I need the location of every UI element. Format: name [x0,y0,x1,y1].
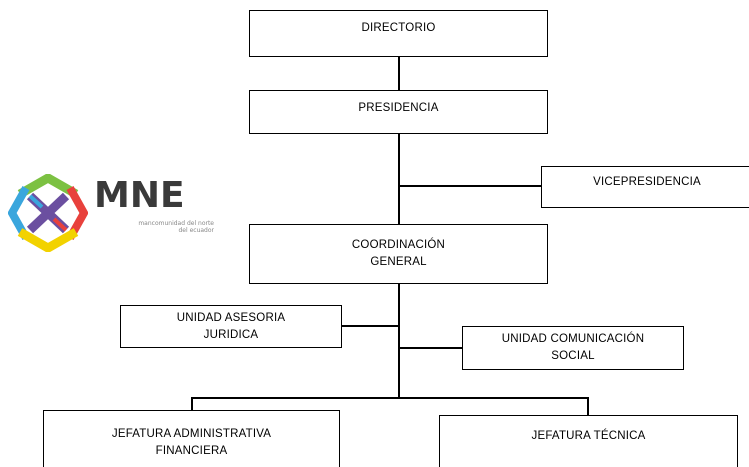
logo-tagline-line1: mancomunidad del norte [138,220,214,227]
logo-tagline: mancomunidad del norte del ecuador [94,220,214,234]
connector-presidencia-coordinacion [398,134,400,224]
jefatura-tecnica-label: JEFATURA TÉCNICA [531,430,646,442]
box-asesoria-juridica: UNIDAD ASESORIA JURIDICA [120,305,342,348]
directorio-label: DIRECTORIO [361,22,436,34]
mne-logo: MNE mancomunidad del norte del ecuador [7,172,214,254]
connector-vicepresidencia [398,185,541,187]
box-jefatura-tecnica: JEFATURA TÉCNICA [439,415,738,467]
coordinacion-label-line1: COORDINACIÓN [351,239,446,251]
coordinacion-label-line2: GENERAL [370,256,427,268]
presidencia-label: PRESIDENCIA [358,102,439,114]
connector-asesoria-juridica [342,325,399,327]
asesoria-label-line2: JURIDICA [203,329,259,341]
box-comunicacion-social: UNIDAD COMUNICACIÓN SOCIAL [462,326,684,370]
jefatura-administrativa-line2: FINANCIERA [155,445,228,457]
comunicacion-label-line1: UNIDAD COMUNICACIÓN [501,333,645,345]
comunicacion-label-line2: SOCIAL [551,350,595,362]
box-coordinacion-general: COORDINACIÓN GENERAL [249,224,548,284]
connector-coordinacion-jefaturas [398,284,400,397]
connector-jefatura-administrativa [191,397,193,410]
jefatura-administrativa-line1: JEFATURA ADMINISTRATIVA [111,428,272,440]
asesoria-label-line1: UNIDAD ASESORIA [176,312,286,324]
connector-directorio-presidencia [398,57,400,90]
logo-tagline-line2: del ecuador [178,227,215,234]
box-directorio: DIRECTORIO [249,10,548,57]
connector-comunicacion-social [398,347,462,349]
box-vicepresidencia: VICEPRESIDENCIA [541,166,749,208]
mne-logo-mark [7,172,89,254]
connector-jefatura-tecnica [587,397,589,415]
logo-wordmark: MNE [94,175,185,216]
connector-jefaturas-bar [191,397,589,399]
box-presidencia: PRESIDENCIA [249,90,548,134]
box-jefatura-administrativa: JEFATURA ADMINISTRATIVA FINANCIERA [43,410,340,467]
vicepresidencia-label: VICEPRESIDENCIA [593,176,701,188]
